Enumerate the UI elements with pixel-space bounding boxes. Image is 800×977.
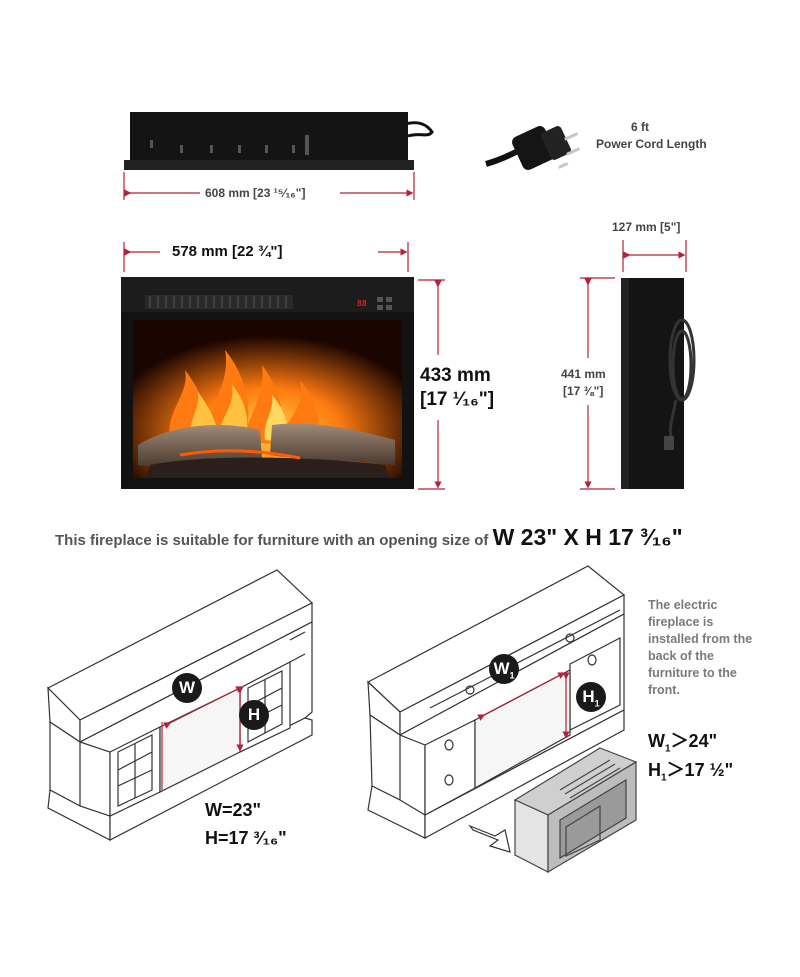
top-width-dimension (123, 172, 415, 200)
front-view-fireplace (121, 277, 414, 489)
headline-text: This fireplace is suitable for furniture… (55, 532, 489, 549)
cord-length-label: Power Cord Length (596, 137, 707, 151)
insert-unit-drawing (513, 747, 638, 874)
side-depth-label: 127 mm [5"] (612, 220, 681, 234)
side-height-in: [17 ⅜"] (563, 384, 604, 398)
right-width-requirement: W1＞24" (648, 731, 718, 755)
front-width-label: 578 mm [22 ¾"] (172, 243, 283, 260)
left-furniture-drawing (46, 569, 314, 841)
cord-length-value: 6 ft (631, 120, 649, 134)
insert-direction-arrow (468, 824, 511, 853)
left-height-value: H=17 ³⁄₁₆" (205, 828, 287, 848)
side-view-unit (621, 278, 696, 489)
top-width-label: 608 mm [23 ¹⁵⁄₁₆"] (205, 186, 306, 200)
heater-display: 88 (357, 299, 367, 308)
control-buttons (377, 297, 392, 310)
right-opening-lines (477, 672, 570, 739)
badge-w-left: W (172, 673, 202, 703)
power-plug-icon (485, 126, 581, 170)
left-width-value: W=23" (205, 800, 262, 820)
badge-h1-right: H1 (576, 682, 606, 712)
badge-h-left: H (239, 700, 269, 730)
front-height-mm: 433 mm (420, 365, 491, 386)
top-view-unit (124, 112, 434, 170)
front-dimensions (123, 242, 445, 490)
right-height-requirement: H1＞17 ½" (648, 760, 734, 784)
installation-note: The electric fireplace is installed from… (648, 598, 753, 697)
side-dimensions (580, 240, 687, 490)
front-height-in: [17 ¹⁄₁₆"] (420, 389, 495, 410)
badge-w1-right: W1 (489, 654, 519, 684)
compatibility-headline: This fireplace is suitable for furniture… (55, 524, 683, 551)
side-height-mm: 441 mm (561, 367, 606, 381)
headline-opening-size: W 23" X H 17 ³⁄₁₆" (492, 524, 683, 550)
logs (138, 423, 395, 478)
